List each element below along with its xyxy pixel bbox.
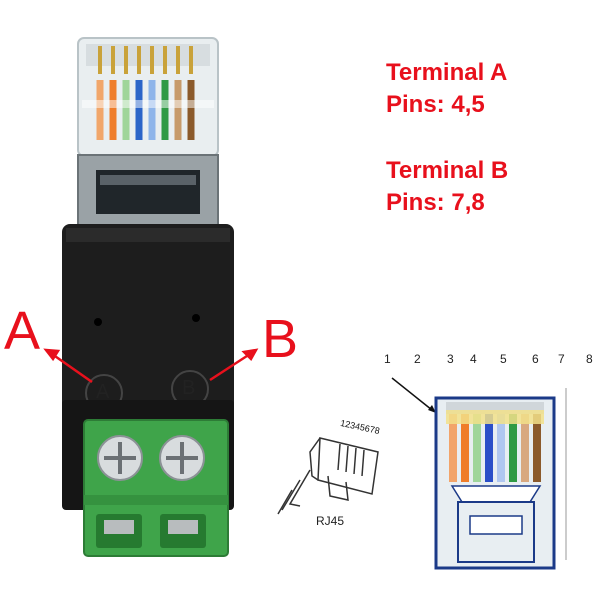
adapter-mark-a: A — [96, 381, 110, 403]
pin-number: 1 — [384, 352, 391, 366]
terminal-a-pins: Pins: 4,5 — [386, 91, 485, 118]
terminal-block — [83, 419, 229, 557]
pin-number: 3 — [447, 352, 454, 366]
rj45-sketch — [277, 437, 379, 515]
pin-number: 2 — [414, 352, 421, 366]
terminal-b-pins: Pins: 7,8 — [386, 189, 485, 216]
pin-number: 7 — [558, 352, 565, 366]
pin-number: 6 — [532, 352, 539, 366]
callout-a-letter: A — [4, 301, 41, 361]
callout-b-letter: B — [262, 309, 299, 369]
pin-number: 8 — [586, 352, 593, 366]
pin-number: 5 — [500, 352, 507, 366]
rj45-label: RJ45 — [316, 514, 345, 528]
wiring-diagram — [391, 377, 567, 570]
plug-contacts — [98, 46, 193, 74]
adapter-mark-b: B — [182, 377, 196, 399]
terminal-b-title: Terminal B — [386, 157, 509, 184]
terminal-a-title: Terminal A — [386, 59, 508, 86]
pin-number: 4 — [470, 352, 477, 366]
rj45-plug — [77, 37, 219, 157]
plug-wires — [96, 80, 195, 140]
callout-arrows — [43, 348, 259, 384]
